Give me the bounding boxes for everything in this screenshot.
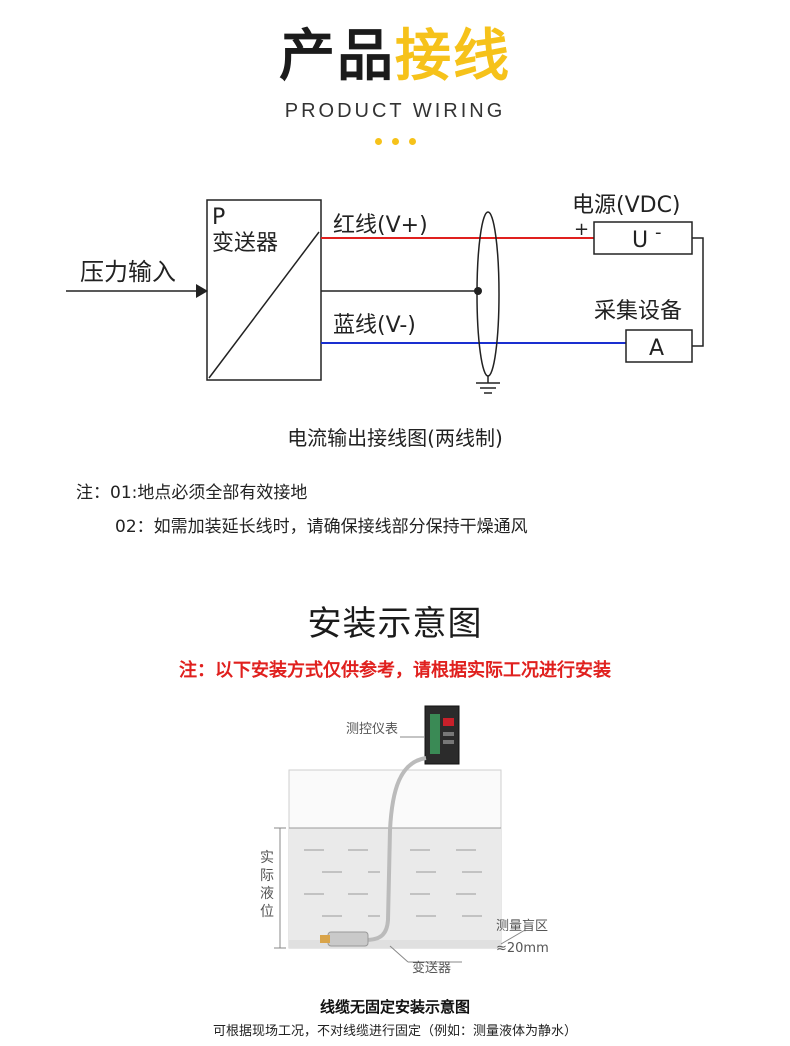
level-char-3: 液 — [260, 886, 274, 902]
sensor-tip — [320, 935, 330, 943]
install-transmitter-label: 变送器 — [412, 960, 451, 976]
transmitter-label: 变送器 — [212, 231, 278, 256]
install-warning: 注：以下安装方式仅供参考，请根据实际工况进行安装 — [179, 660, 611, 681]
decorative-dots — [371, 138, 421, 148]
page-title: 产品接线 — [0, 22, 790, 92]
wiring-diagram: P 变送器 压力输入 红线(V+) 蓝线(V-) 电源(VDC) + U - 采… — [66, 193, 704, 394]
install-diagram: 实 际 液 位 测控仪表 测量盲区 ≈20mm 变送器 — [260, 705, 549, 976]
level-char-4: 位 — [260, 904, 274, 920]
blind-zone-label: 测量盲区 — [496, 918, 548, 934]
water-dashes — [304, 849, 482, 917]
blue-wire-label: 蓝线(V-) — [333, 313, 416, 338]
note-1: 注：01:地点必须全部有效接地 — [76, 483, 308, 503]
power-minus-sign: - — [655, 222, 662, 243]
power-box — [593, 221, 693, 255]
pressure-input-label: 压力输入 — [80, 258, 176, 286]
page-subtitle: PRODUCT WIRING — [284, 100, 506, 122]
cable — [364, 756, 427, 942]
meter-led — [443, 718, 454, 726]
figure-subtitle: 可根据现场工况，不对线缆进行固定（例如：测量液体为静水） — [212, 1024, 577, 1039]
device-box — [625, 329, 693, 363]
transmitter-p-label: P — [212, 205, 225, 230]
transmitter-box — [206, 199, 322, 381]
wiring-caption: 电流输出接线图(两线制) — [287, 426, 503, 450]
power-box-label: U — [632, 228, 648, 253]
transmitter-diagonal — [208, 231, 320, 379]
level-char-2: 际 — [260, 868, 274, 884]
device-label: 采集设备 — [594, 299, 682, 324]
liquid — [289, 828, 501, 948]
figure-title: 线缆无固定安装示意图 — [319, 998, 470, 1016]
meter-label: 测控仪表 — [346, 722, 398, 737]
junction-dot — [474, 287, 482, 295]
install-title: 安装示意图 — [307, 604, 483, 644]
plus-sign: + — [574, 219, 589, 240]
title-part-dark: 产品 — [279, 24, 395, 89]
blind-zone-value: ≈20mm — [496, 941, 549, 956]
note-2: 02：如需加装延长线时，请确保接线部分保持干燥通风 — [115, 517, 528, 537]
sensor-body — [327, 931, 369, 947]
title-part-yellow: 接线 — [395, 24, 511, 89]
meter-display — [430, 714, 440, 754]
power-device-wire — [692, 237, 704, 347]
red-wire-label: 红线(V+) — [333, 213, 428, 238]
power-label: 电源(VDC) — [572, 193, 681, 218]
level-char-1: 实 — [260, 850, 274, 866]
device-box-label: A — [649, 336, 664, 361]
input-arrowhead — [196, 284, 208, 298]
blind-zone-band — [289, 940, 501, 948]
